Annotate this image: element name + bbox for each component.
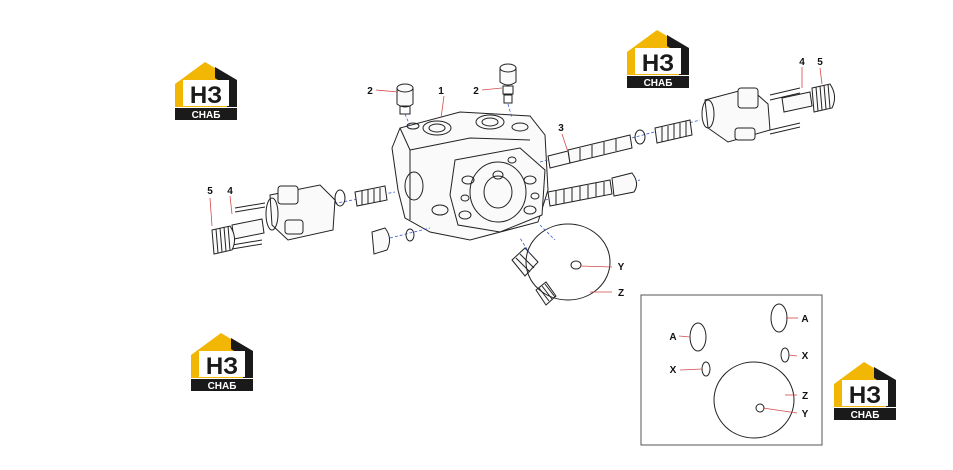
- logo-caption: СНАБ: [208, 381, 237, 392]
- callout-part-4-right: 4: [799, 57, 805, 68]
- logo-letters: НЗ: [642, 50, 674, 77]
- callout-part-2-right: 2: [473, 86, 479, 97]
- logo-caption: СНАБ: [644, 78, 673, 89]
- inset-panel: [640, 294, 823, 446]
- callout-y-inset: Y: [802, 409, 809, 420]
- angled-fitting: [511, 237, 539, 277]
- gasket-disc: [525, 223, 611, 301]
- callout-x-inset-right: X: [802, 351, 809, 362]
- plug-right: [499, 63, 517, 119]
- logo-caption: СНАБ: [192, 110, 221, 121]
- valve-body: [391, 111, 549, 241]
- callout-part-4-left: 4: [227, 186, 233, 197]
- logo-letters: НЗ: [849, 382, 881, 409]
- lower-left-plug: [371, 227, 431, 255]
- callout-part-3: 3: [558, 123, 564, 134]
- upper-spool-assembly: [539, 119, 701, 169]
- logo-bottom-left: НЗ СНАБ: [191, 333, 253, 392]
- logo-bottom-right: НЗ СНАБ: [834, 362, 896, 421]
- callout-x-inset-left: X: [670, 365, 677, 376]
- right-end-cap: [701, 83, 836, 143]
- logo-top-center: НЗ СНАБ: [627, 30, 689, 89]
- logo-letters: НЗ: [190, 82, 222, 109]
- callout-part-1: 1: [438, 86, 444, 97]
- callout-part-5-left: 5: [207, 186, 213, 197]
- callout-labels: 1 2 2 3 4 5 4 5 Y Z A A X X Z Y: [207, 57, 823, 420]
- leader-lines: [209, 67, 823, 414]
- threaded-plug: [535, 281, 557, 306]
- callout-a-inset-left: A: [669, 332, 676, 343]
- callout-z-main: Z: [618, 288, 624, 299]
- callout-z-inset: Z: [802, 391, 808, 402]
- left-end-cap: [211, 184, 396, 255]
- logo-letters: НЗ: [206, 353, 238, 380]
- callout-y-main: Y: [618, 262, 625, 273]
- callout-a-inset-right: A: [801, 314, 808, 325]
- callout-part-2-left: 2: [367, 86, 373, 97]
- lower-spool-assembly: [544, 172, 641, 207]
- logo-top-left: НЗ СНАБ: [175, 62, 237, 121]
- logo-caption: СНАБ: [851, 410, 880, 421]
- plug-left: [396, 83, 414, 127]
- callout-part-5-right: 5: [817, 57, 823, 68]
